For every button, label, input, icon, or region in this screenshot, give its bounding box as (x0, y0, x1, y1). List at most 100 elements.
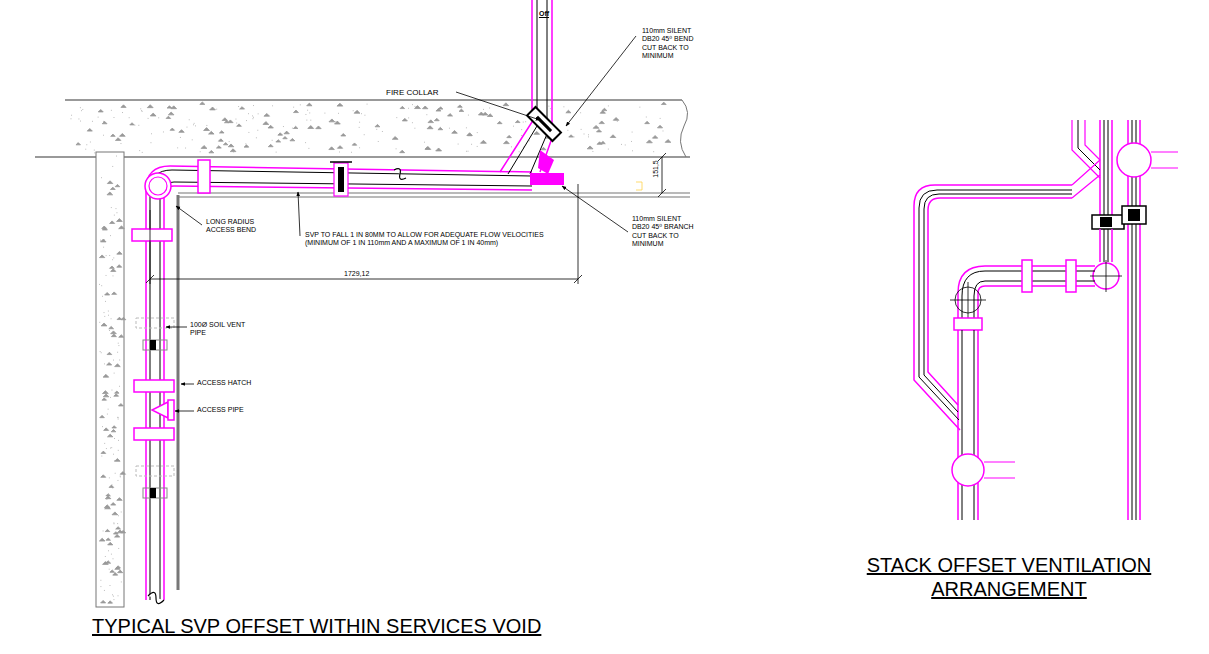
concrete-speckle (168, 112, 174, 115)
concrete-speckle (515, 120, 520, 122)
concrete-speckle (114, 394, 119, 396)
concrete-speckle (647, 140, 653, 143)
concrete-speckle (107, 409, 109, 410)
concrete-speckle (113, 117, 115, 118)
concrete-speckle (109, 255, 111, 256)
concrete-speckle (113, 599, 115, 600)
concrete-speckle (307, 110, 309, 111)
concrete-speckle (425, 147, 430, 149)
concrete-speckle (115, 138, 120, 141)
concrete-speckle (118, 440, 120, 441)
concrete-speckle (128, 117, 130, 118)
concrete-speckle (151, 133, 153, 134)
concrete-speckle (115, 364, 121, 367)
concrete-speckle (263, 122, 269, 125)
concrete-speckle (119, 476, 121, 477)
soil-vent-pipe (132, 160, 532, 604)
concrete-speckle (652, 135, 657, 138)
access-hatch-panel (178, 195, 179, 590)
concrete-speckle (309, 112, 311, 113)
concrete-speckle (355, 112, 357, 113)
concrete-speckle (87, 129, 92, 132)
concrete-speckle (115, 184, 120, 186)
concrete-speckle (119, 386, 121, 387)
pipe-note: Off (533, 10, 555, 18)
concrete-speckle (118, 405, 120, 406)
concrete-speckle (117, 595, 119, 596)
concrete-speckle (158, 117, 160, 118)
concrete-speckle (105, 275, 107, 276)
concrete-speckle (115, 459, 120, 462)
concrete-speckle (503, 103, 509, 106)
concrete-speckle (114, 438, 116, 439)
note-text: SVP TO FALL 1 IN 80MM TO ALLOW FOR ADEQU… (305, 231, 555, 248)
concrete-speckle (116, 156, 118, 157)
callout-label: ACCESS HATCH (197, 379, 277, 387)
concrete-speckle (548, 106, 550, 107)
concrete-speckle (111, 134, 115, 136)
concrete-speckle (105, 448, 107, 449)
concrete-speckle (115, 567, 120, 570)
concrete-speckle (177, 147, 179, 148)
concrete-speckle (100, 415, 105, 417)
concrete-speckle (597, 142, 602, 145)
concrete-speckle (117, 352, 119, 353)
concrete-speckle (567, 130, 569, 131)
concrete-speckle (310, 120, 312, 121)
concrete-speckle (255, 137, 257, 138)
callout-label-wrap: FIRE COLLAR (386, 88, 456, 98)
concrete-speckle (392, 136, 398, 139)
callout-label-wrap: LONG RADIUS ACCESS BEND (206, 218, 261, 235)
concrete-speckle (414, 106, 416, 107)
concrete-speckle (621, 144, 623, 145)
dimension-text: 151,5 (652, 160, 660, 178)
stack-offset-figure (914, 120, 1178, 520)
concrete-speckle (117, 417, 119, 418)
concrete-speckle (352, 110, 354, 111)
concrete-speckle (452, 130, 458, 133)
concrete-speckle (534, 131, 540, 134)
concrete-speckle (597, 129, 602, 131)
concrete-speckle (607, 149, 609, 150)
concrete-speckle (412, 104, 414, 105)
concrete-speckle (293, 110, 298, 112)
concrete-speckle (228, 144, 234, 147)
concrete-speckle (100, 239, 106, 242)
concrete-speckle (222, 118, 227, 121)
concrete-speckle (101, 451, 106, 453)
concrete-speckle (507, 135, 512, 137)
callout-label: FIRE COLLAR (386, 88, 456, 98)
concrete-speckle (236, 123, 238, 124)
concrete-speckle (102, 296, 104, 297)
concrete-speckle (257, 130, 259, 131)
concrete-speckle (316, 126, 321, 129)
concrete-speckle (109, 326, 114, 328)
concrete-speckle (107, 434, 112, 437)
concrete-speckle (436, 109, 441, 111)
concrete-speckle (113, 373, 115, 374)
concrete-speckle (166, 116, 171, 118)
concrete-speckle (112, 558, 114, 559)
concrete-speckle (101, 600, 106, 603)
concrete-speckle (458, 105, 463, 107)
concrete-speckle (396, 117, 398, 118)
concrete-speckle (436, 148, 442, 151)
concrete-speckle (504, 141, 510, 144)
concrete-speckle (101, 177, 103, 178)
concrete-speckle (252, 118, 254, 119)
concrete-speckle (191, 139, 193, 140)
concrete-speckle (76, 143, 81, 145)
concrete-speckle (400, 150, 405, 152)
concrete-speckle (588, 136, 590, 137)
concrete-speckle (130, 123, 134, 125)
concrete-speckle (110, 554, 112, 555)
callout-label: 100Ø SOIL VENT PIPE (190, 321, 252, 338)
concrete-speckle (569, 135, 574, 137)
concrete-speckle (268, 125, 273, 128)
concrete-speckle (400, 106, 405, 108)
concrete-speckle (665, 140, 671, 143)
concrete-speckle (100, 240, 102, 241)
concrete-speckle (337, 103, 343, 106)
concrete-speckle (305, 142, 307, 143)
concrete-speckle (112, 596, 114, 597)
